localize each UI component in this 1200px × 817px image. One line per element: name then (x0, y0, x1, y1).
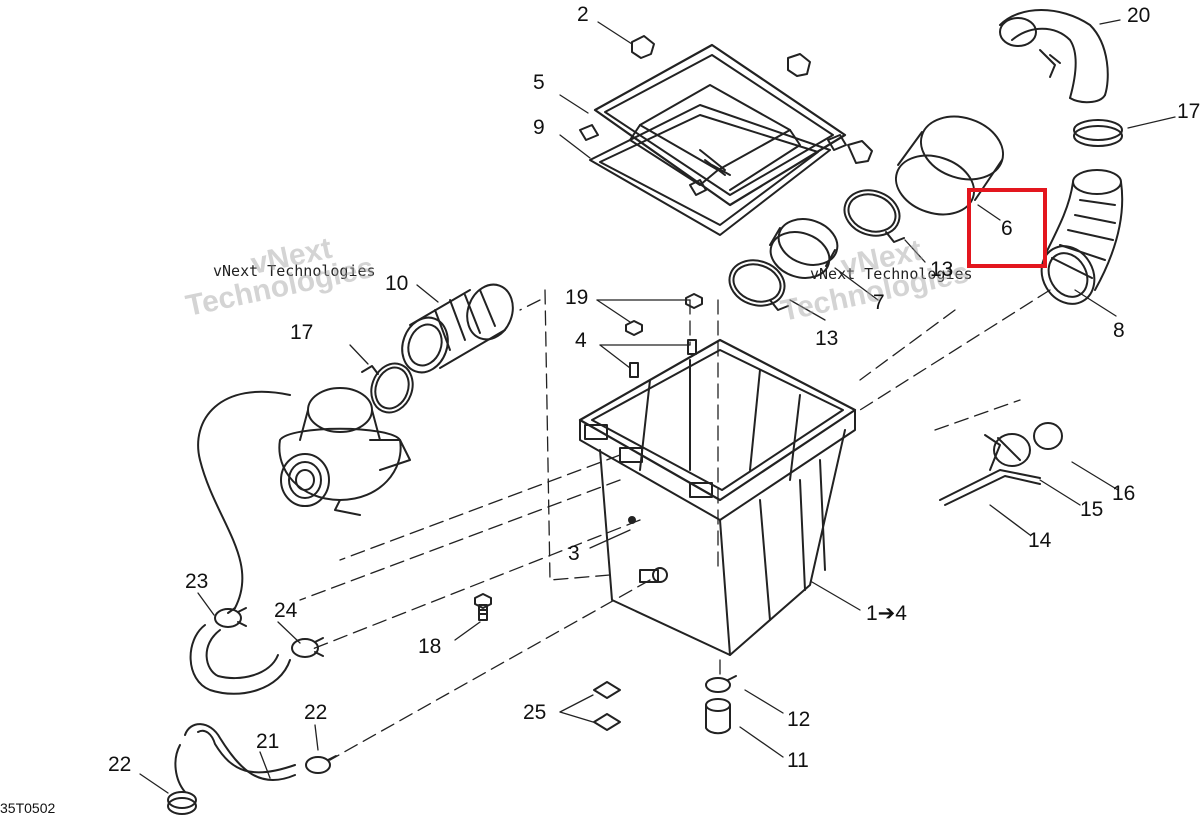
callout-11: 11 (787, 749, 809, 772)
part-14-spring-clip (939, 434, 1041, 506)
callout-6: 6 (1001, 217, 1013, 240)
part-18-screw (474, 593, 492, 621)
assembly-dash-lines (299, 289, 1051, 761)
callout-25: 25 (523, 701, 547, 724)
drain-hose (197, 390, 291, 614)
part-17-clamp-lower (361, 362, 414, 414)
part-10-boot (401, 283, 514, 374)
callout-13-upper: 13 (930, 258, 954, 281)
callout-8: 8 (1113, 319, 1125, 342)
callout-3: 3 (568, 542, 580, 565)
callout-1-to-4: 1➔4 (866, 602, 907, 625)
callout-14: 14 (1028, 529, 1052, 552)
callout-5: 5 (533, 71, 545, 94)
callout-19: 19 (565, 286, 589, 309)
callout-21: 21 (256, 730, 280, 753)
callout-4: 4 (575, 329, 587, 352)
callout-16: 16 (1112, 482, 1136, 505)
part-9-filter (589, 104, 831, 236)
part-16-cap (1033, 422, 1063, 450)
part-15-plug (993, 433, 1031, 467)
part-2-clips (631, 35, 873, 164)
part-20-inlet-duct (999, 9, 1109, 104)
part-25-pads (593, 681, 621, 731)
part-24-clamps (214, 607, 324, 658)
callout-13-lower: 13 (815, 327, 839, 350)
part-13-clamps (728, 189, 905, 311)
part-7-adaptor (769, 218, 839, 279)
part-17-clamp-upper (1073, 119, 1123, 147)
part-4-studs (629, 339, 697, 378)
document-code: 35T0502 (0, 800, 56, 816)
part-1-airbox (578, 338, 857, 656)
part-21-hose (174, 723, 296, 793)
callout-2: 2 (577, 3, 589, 26)
callout-17-left: 17 (290, 321, 314, 344)
callout-12: 12 (787, 708, 811, 731)
callout-20: 20 (1127, 4, 1151, 27)
part-5-lid (579, 43, 847, 207)
watermark-text-right: vNext Technologies (810, 265, 973, 283)
callout-10: 10 (385, 272, 409, 295)
watermark-text-left: vNext Technologies (213, 262, 376, 280)
callout-7: 7 (873, 291, 885, 314)
part-12-clamp (705, 675, 737, 693)
part-11-drain (705, 698, 731, 735)
callout-24: 24 (274, 599, 298, 622)
callout-18: 18 (418, 635, 442, 658)
callout-9: 9 (533, 116, 545, 139)
part-8-elbow-duct (1040, 169, 1124, 305)
carburetor (278, 387, 411, 516)
part-6-intake-tube (894, 115, 1005, 216)
highlight-box-part-6 (967, 188, 1047, 268)
part-23-hose (189, 624, 291, 695)
callout-22-right: 22 (304, 701, 328, 724)
callout-22-left: 22 (108, 753, 132, 776)
part-22-clamps (167, 755, 337, 815)
part-19-nuts (625, 293, 703, 336)
callout-15: 15 (1080, 498, 1104, 521)
callout-17-right: 17 (1177, 100, 1200, 123)
callout-23: 23 (185, 570, 209, 593)
